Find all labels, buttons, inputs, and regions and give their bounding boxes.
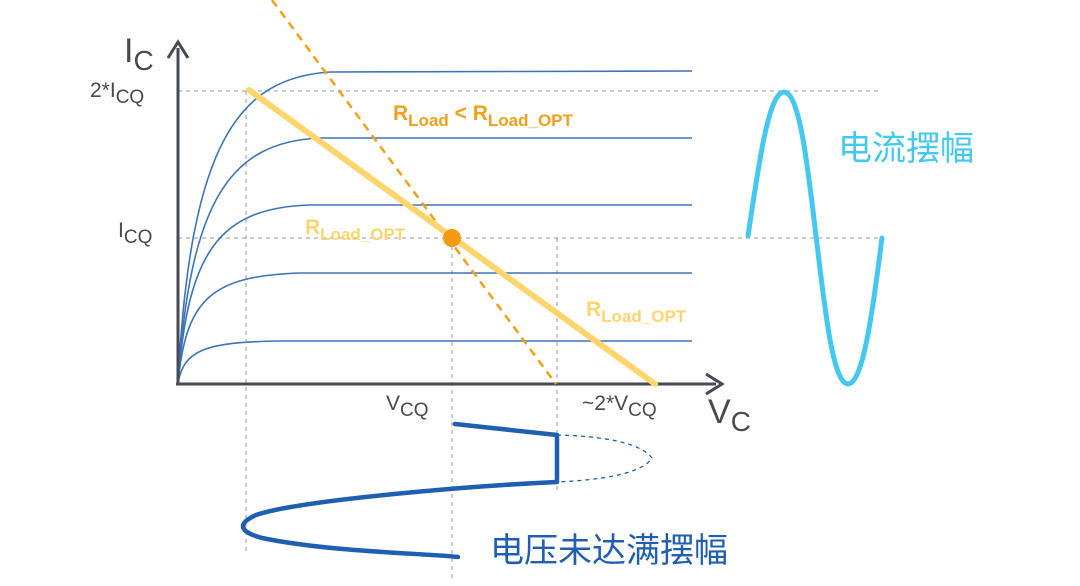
current-swing-waveform bbox=[745, 89, 885, 387]
reference-gridlines bbox=[178, 90, 880, 578]
characteristic-curve bbox=[177, 70, 693, 384]
voltage-swing-waveform bbox=[241, 421, 653, 560]
output-characteristic-curves bbox=[177, 70, 693, 384]
load-line-small-r bbox=[270, 0, 558, 385]
voltage-swing-clipped bbox=[241, 421, 560, 560]
voltage-swing-ideal-dashed bbox=[556, 434, 653, 483]
label-r-load-opt-line: RLoad_OPT bbox=[586, 298, 687, 326]
y-tick-icq: ICQ bbox=[118, 219, 152, 248]
x-tick-2vcq: ~2*VCQ bbox=[582, 392, 657, 421]
x-axis-label: VC bbox=[708, 393, 751, 437]
axes bbox=[166, 39, 725, 396]
characteristic-curve bbox=[177, 137, 692, 384]
characteristic-curve bbox=[177, 204, 692, 384]
y-tick-2icq: 2*ICQ bbox=[90, 79, 144, 108]
y-axis-label: IC bbox=[124, 32, 154, 76]
current-swing-label: 电流摆幅 bbox=[838, 130, 974, 168]
label-r-load-small: RLoad < RLoad_OPT bbox=[393, 102, 574, 130]
characteristic-curve bbox=[177, 272, 692, 384]
y-axis-arrow bbox=[166, 39, 190, 59]
voltage-swing-label: 电压未达满摆幅 bbox=[490, 532, 728, 570]
label-r-load-opt-q: RLoad_OPT bbox=[305, 216, 406, 244]
q-point bbox=[443, 229, 461, 247]
x-axis-arrow bbox=[705, 372, 725, 396]
x-tick-vcq: VCQ bbox=[386, 392, 429, 421]
characteristic-curve bbox=[177, 340, 692, 384]
